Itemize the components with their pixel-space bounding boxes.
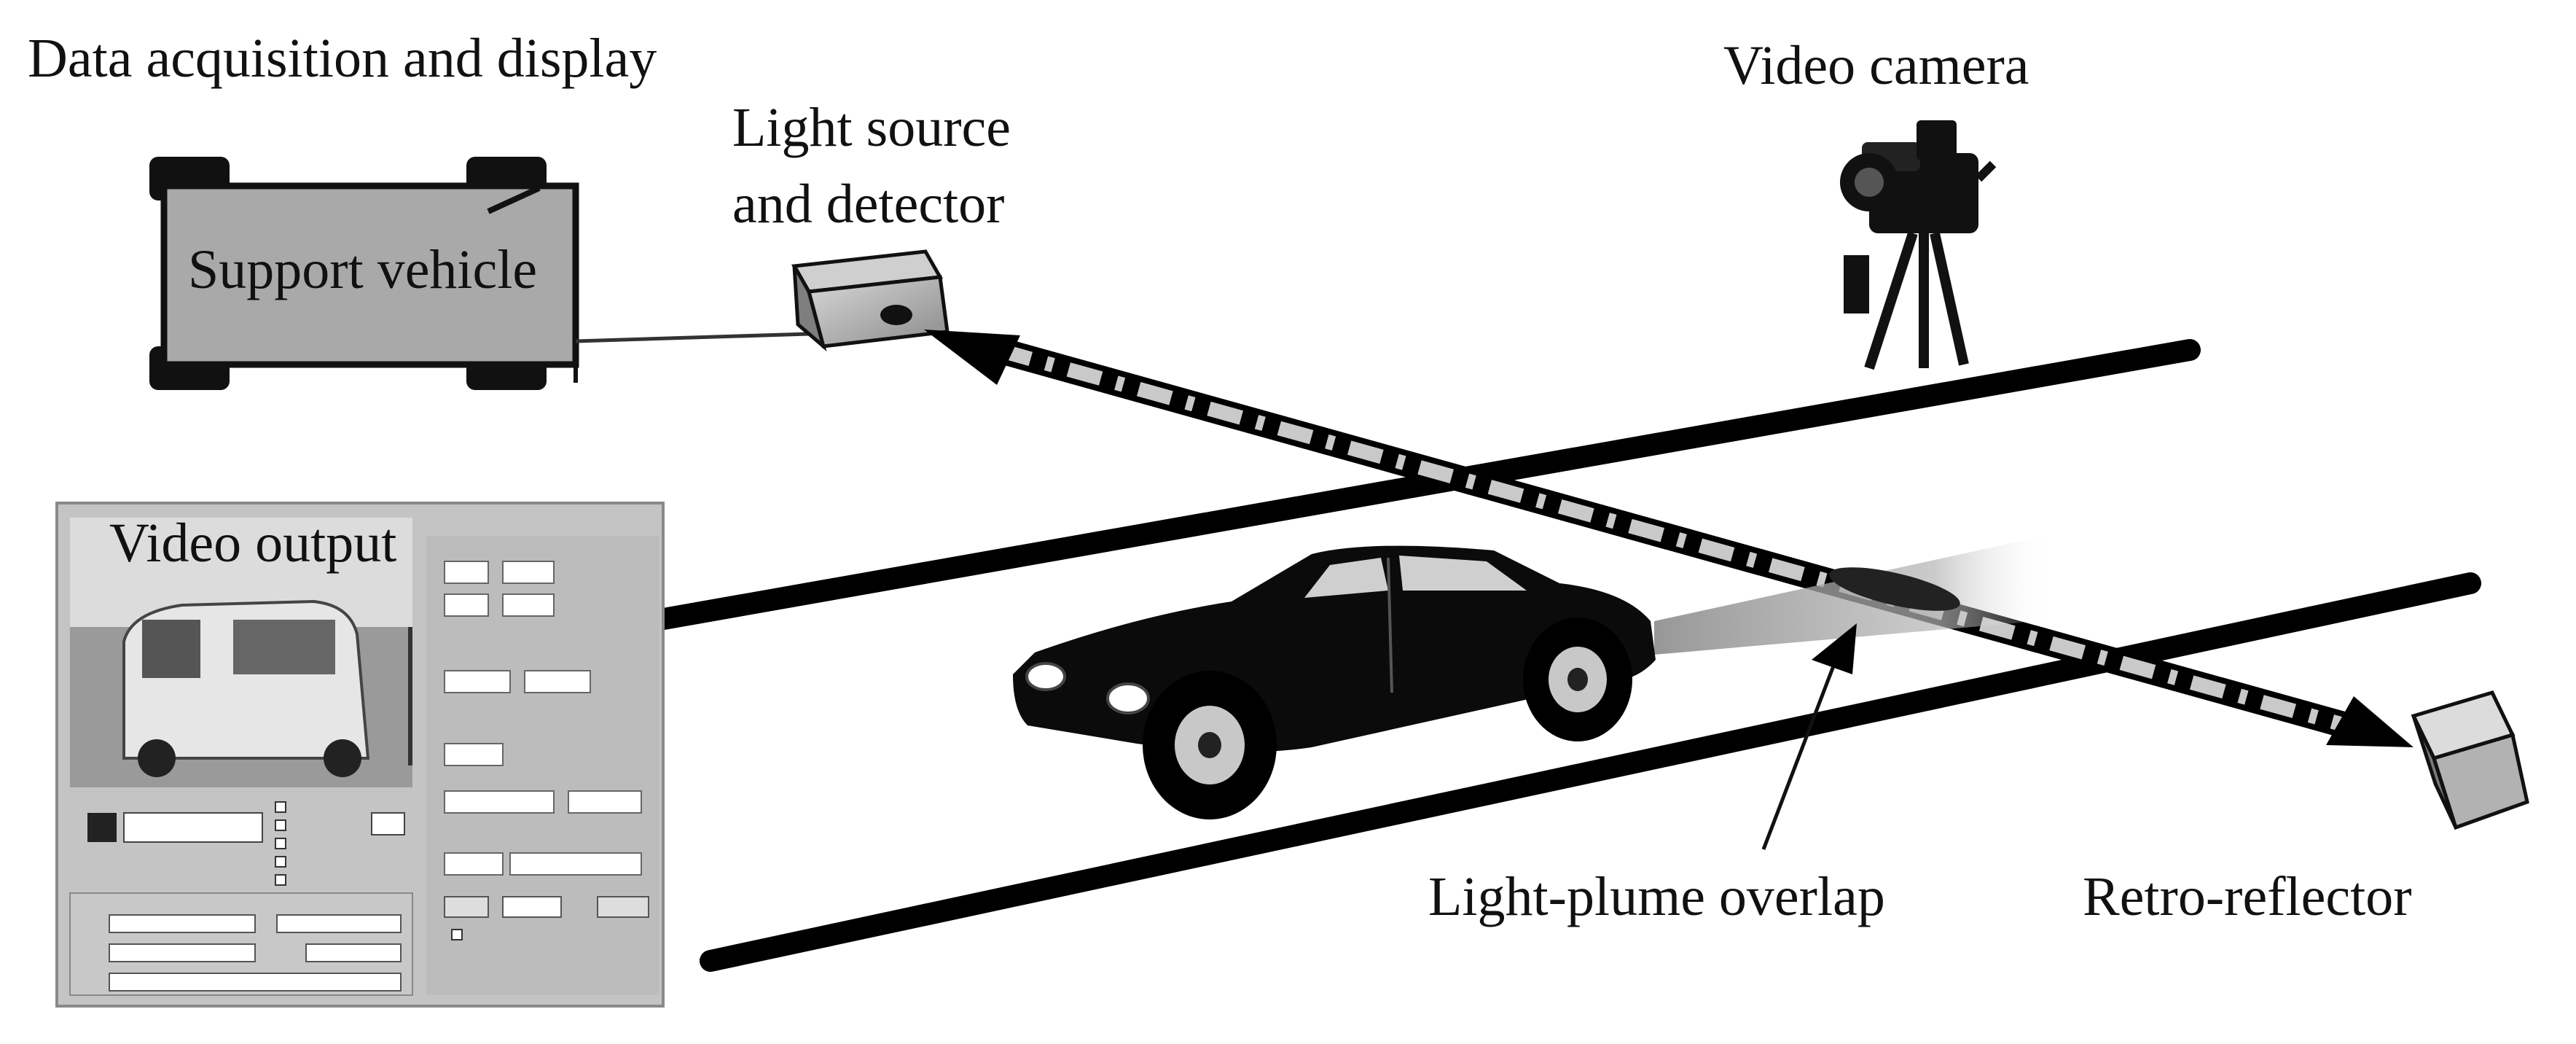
road-line-lower	[700, 572, 2481, 972]
light-plume-overlap-label: Light-plume overlap	[1428, 866, 1885, 927]
data-acquisition-label: Data acquisition and display	[28, 28, 657, 89]
support-vehicle: Support vehicle	[149, 157, 579, 390]
overlap-pointer-arrow	[1761, 623, 1857, 850]
light-beam	[924, 330, 2413, 747]
beam-arrowhead-reflector	[2326, 696, 2413, 747]
cable	[575, 332, 810, 343]
car-icon	[1013, 545, 1656, 819]
video-camera-label: Video camera	[1723, 35, 2029, 96]
video-output-panel: Video output	[55, 502, 665, 1008]
video-camera-icon	[1840, 120, 1997, 370]
light-source-label-line2: and detector	[732, 174, 1004, 235]
support-vehicle-label: Support vehicle	[188, 239, 537, 300]
retro-reflector	[2411, 690, 2529, 830]
exhaust-plume	[1654, 534, 2055, 655]
light-source-detector	[791, 249, 950, 352]
video-output-label: Video output	[109, 513, 396, 574]
light-source-label-line1: Light source	[732, 97, 1011, 158]
retro-reflector-label: Retro-reflector	[2083, 866, 2412, 927]
beam-arrowhead-source	[924, 330, 1020, 385]
road-line-upper	[649, 339, 2201, 631]
